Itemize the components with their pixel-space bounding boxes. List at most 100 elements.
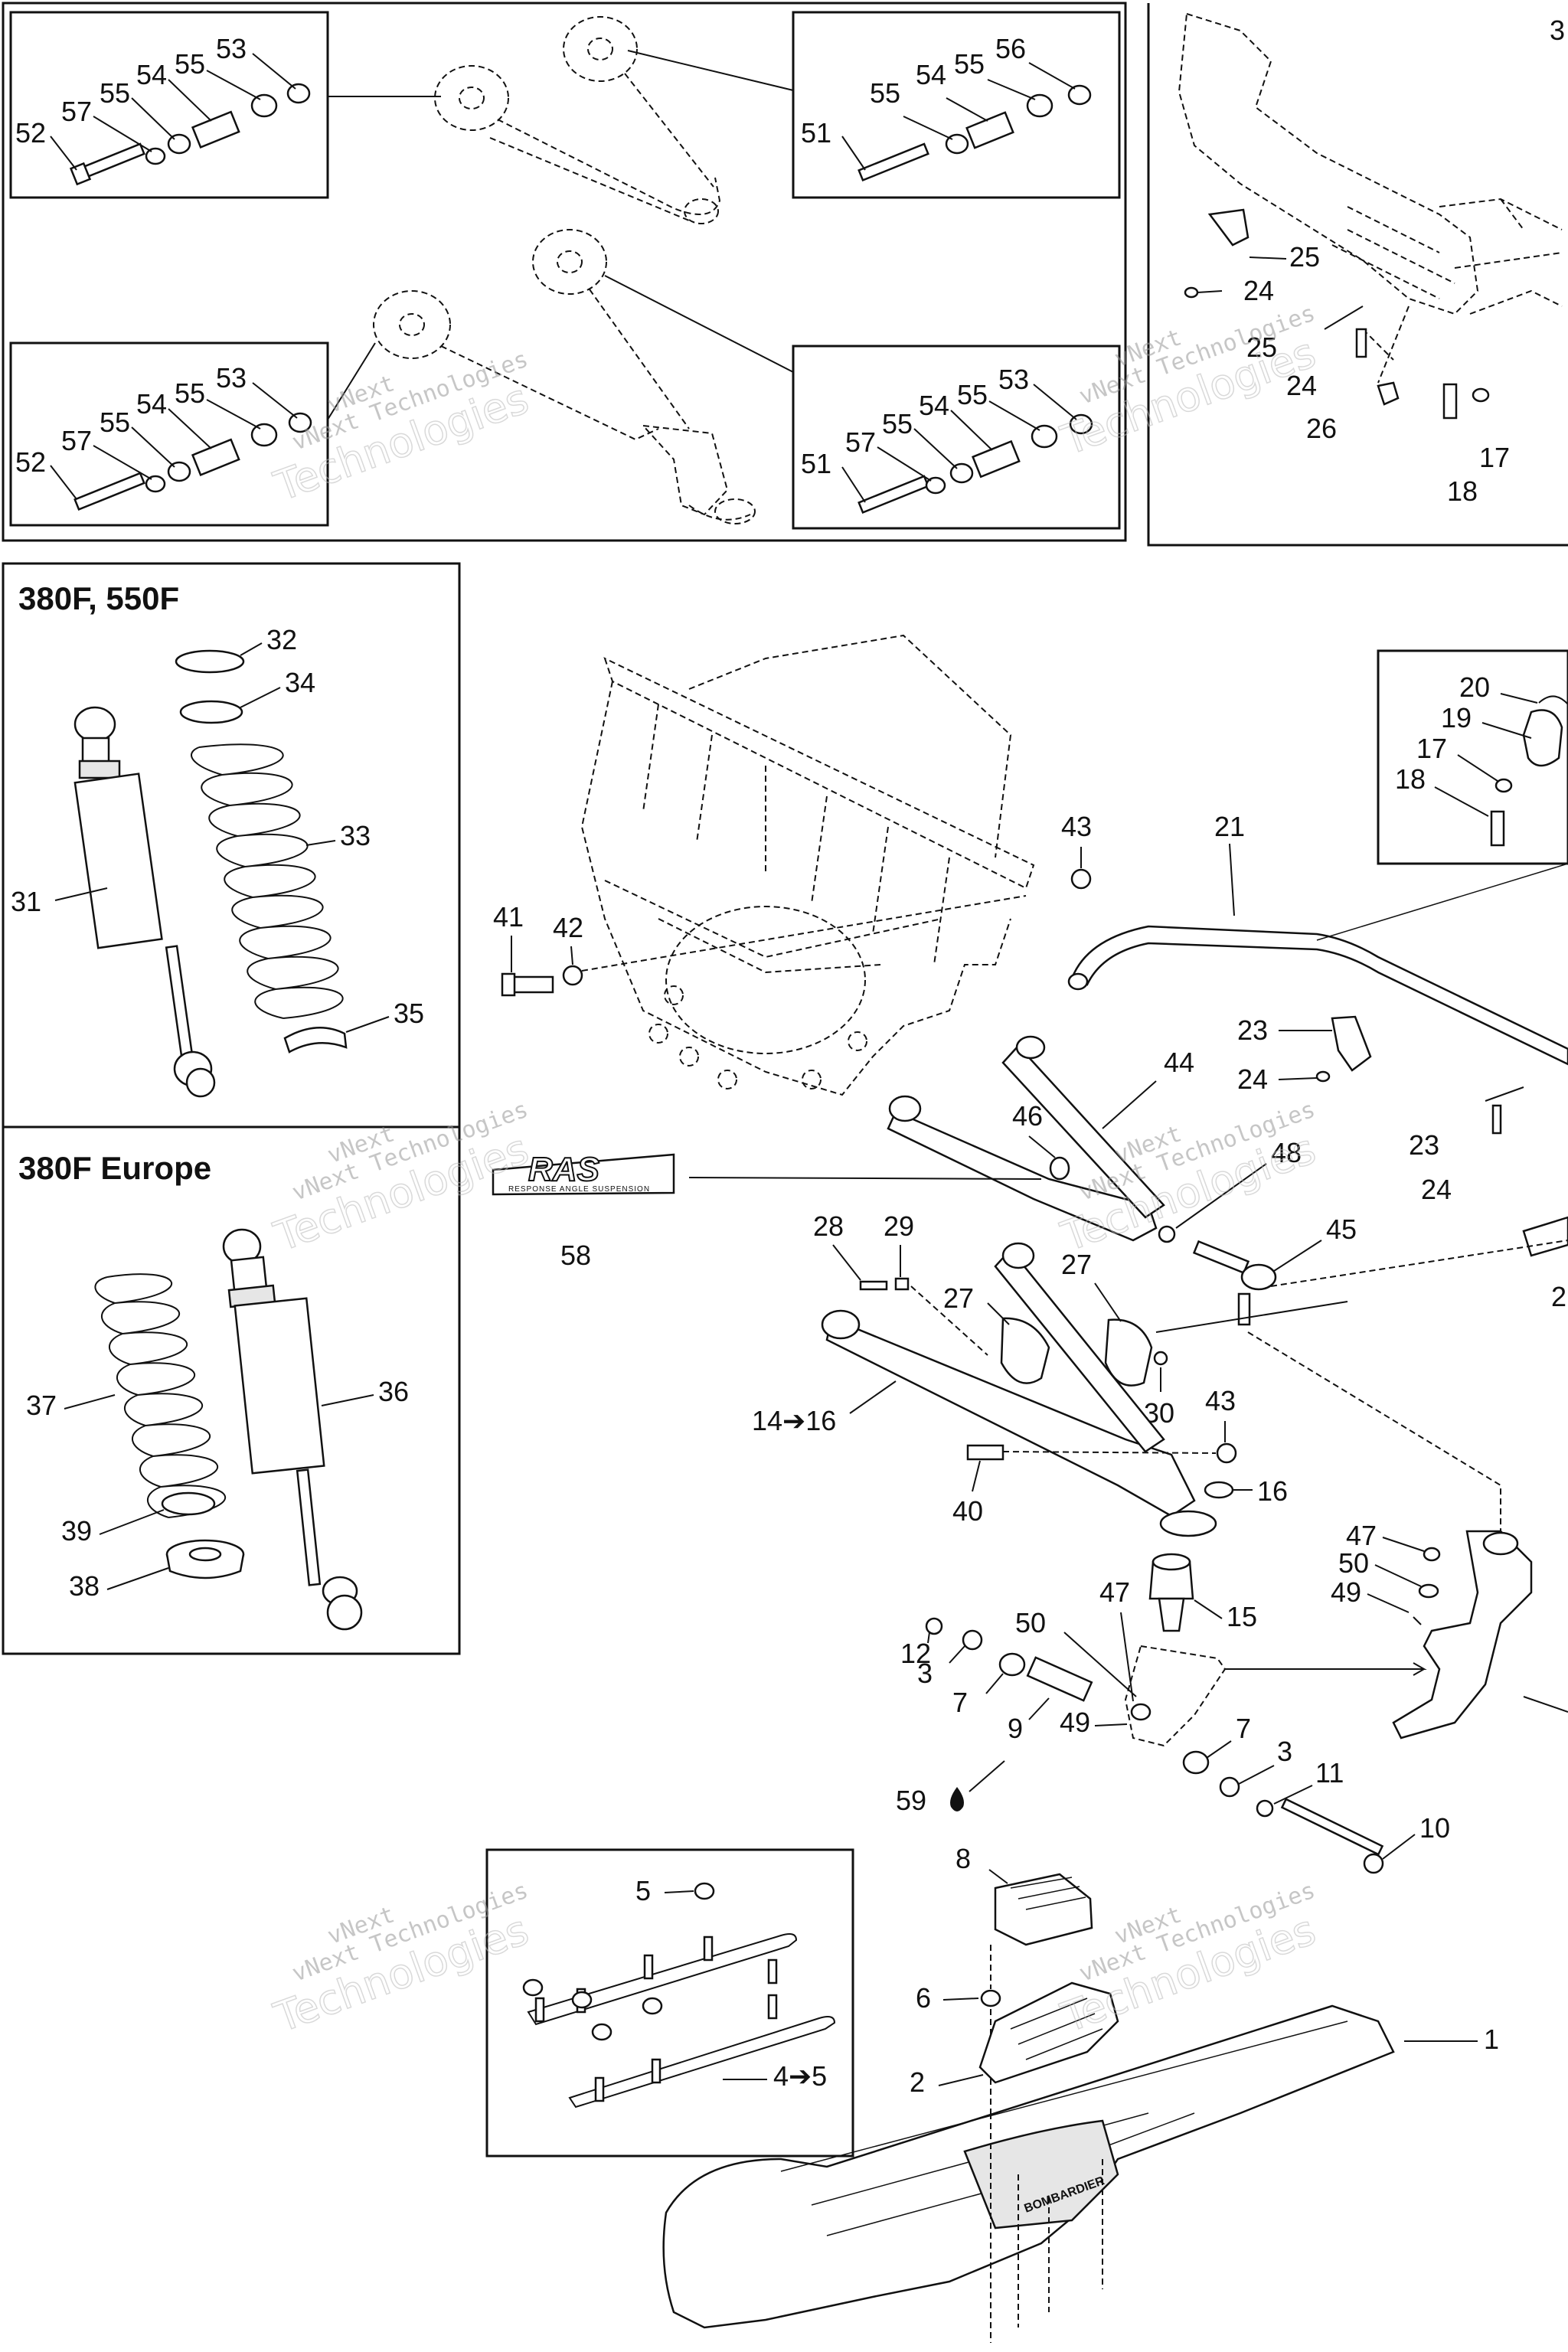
callout-19: 19: [1441, 702, 1472, 733]
callout-55-c: 55: [870, 77, 900, 109]
coil-spring-33: [191, 743, 344, 1019]
callout-53-a: 53: [216, 33, 247, 64]
bolt-18-b: [1490, 810, 1505, 847]
clip-16: [1204, 1481, 1234, 1499]
callout-51-a: 51: [801, 117, 831, 149]
runner-nuts-5: [522, 1882, 715, 2041]
screw-24-d: [1491, 1104, 1502, 1135]
ras-logo: RAS RESPONSE ANGLE SUSPENSION: [492, 1150, 675, 1196]
svg-text:RAS: RAS: [528, 1151, 599, 1188]
callout-47-a: 47: [1346, 1520, 1377, 1551]
bushing-7-b: [1182, 1750, 1210, 1775]
nut-53-a: [286, 83, 311, 104]
callout-14-16: 14➔16: [752, 1405, 836, 1436]
callout-4-5: 4➔5: [773, 2060, 827, 2092]
washer-48: [1158, 1225, 1176, 1243]
callout-29: 29: [884, 1210, 914, 1242]
shock-absorber-36: [222, 1228, 363, 1631]
callout-3-a: 3: [917, 1658, 933, 1689]
nut-53-b: [288, 412, 312, 433]
bolt-41-head: [501, 972, 516, 997]
callout-34: 34: [285, 667, 315, 698]
callout-1: 1: [1484, 2024, 1499, 2055]
spring-seat-34: [179, 700, 243, 724]
callout-49-a: 49: [1331, 1576, 1361, 1608]
callout-24-c: 24: [1237, 1063, 1268, 1095]
lower-a-arm-16: [821, 1242, 1217, 1537]
frame-bracket-group: 3 25 24 25 24 26 17 18: [1147, 3, 1568, 547]
callout-20: 20: [1459, 671, 1490, 703]
callout-44: 44: [1164, 1047, 1194, 1078]
bolt-52-b: [74, 472, 145, 511]
bolt-51-b: [858, 475, 929, 514]
callout-16: 16: [1257, 1475, 1288, 1507]
callout-24-a: 24: [1243, 275, 1274, 306]
callout-24-d: 24: [1421, 1174, 1452, 1205]
callout-54-d: 54: [919, 390, 949, 421]
nut-47-a: [1423, 1547, 1441, 1562]
panel-title-380f-europe: 380F Europe: [18, 1150, 211, 1186]
shock-panel-380f-europe: 380F Europe 37 36 39 38: [2, 1125, 461, 1655]
callout-55-g: 55: [882, 408, 913, 439]
ball-joint-15: [1148, 1553, 1194, 1632]
shock-absorber-31: [74, 706, 216, 1098]
washer-6: [980, 1989, 1001, 2007]
callout-28: 28: [813, 1210, 844, 1242]
callout-21: 21: [1214, 811, 1245, 842]
nut-43-a: [1070, 868, 1092, 890]
bolt-10: [1280, 1798, 1384, 1874]
bushing-kit-box-3: [9, 341, 329, 527]
washer-42: [562, 965, 583, 986]
nut-47-b: [1130, 1703, 1152, 1721]
callout-52-a: 52: [15, 117, 46, 149]
callout-54-c: 54: [136, 388, 167, 420]
sleeve-9: [1026, 1656, 1093, 1702]
callout-17-b: 17: [1416, 733, 1447, 764]
bolt-52-a: [69, 142, 145, 186]
callout-53-b: 53: [216, 362, 247, 394]
callout-35: 35: [394, 998, 424, 1029]
callout-9: 9: [1008, 1713, 1023, 1744]
callout-26: 26: [1306, 413, 1337, 444]
washer-3-a: [962, 1629, 983, 1651]
callout-55-f: 55: [175, 377, 205, 409]
bushing-kit-box-4: [792, 345, 1121, 530]
callout-50-b: 50: [1015, 1607, 1046, 1638]
callout-48: 48: [1271, 1137, 1302, 1168]
callout-42: 42: [553, 912, 583, 943]
callout-58: 58: [560, 1240, 591, 1271]
callout-47-b: 47: [1099, 1576, 1130, 1608]
washer-57-b: [145, 475, 166, 493]
clip-20: [1538, 695, 1568, 705]
callout-52-b: 52: [15, 446, 46, 478]
callout-55-b: 55: [175, 48, 205, 80]
callout-40: 40: [952, 1495, 983, 1527]
callout-7-a: 7: [952, 1687, 968, 1718]
washer-17-b: [1494, 778, 1513, 793]
a-arm-hardware-frame: [2, 2, 1127, 542]
washer-50-a: [1418, 1583, 1439, 1599]
bracket-23-a: [1331, 1015, 1372, 1072]
bushing-7-a: [998, 1652, 1026, 1677]
washer-3-b: [1219, 1776, 1240, 1798]
callout-18-b: 18: [1395, 763, 1426, 795]
callout-45: 45: [1326, 1214, 1357, 1245]
callout-43-a: 43: [1061, 811, 1092, 842]
bushing-46: [1049, 1156, 1070, 1181]
callout-17-a: 17: [1479, 442, 1510, 473]
coil-spring-37: [94, 1273, 226, 1518]
bracket-25-a: [1207, 208, 1250, 247]
lower-a-arm-dashed: [373, 229, 756, 524]
callout-39: 39: [61, 1515, 92, 1547]
callout-11: 11: [1315, 1757, 1344, 1788]
bolt-51-a: [858, 142, 929, 182]
callout-55-e: 55: [100, 407, 130, 438]
callout-46: 46: [1012, 1100, 1043, 1132]
washer-11: [1256, 1799, 1274, 1818]
bushing-55-d: [1026, 93, 1054, 118]
sleeve-54-c: [191, 438, 240, 476]
clip-23-b: [1485, 1086, 1524, 1102]
callout-41: 41: [493, 901, 524, 933]
clip-25-b: [1324, 305, 1364, 330]
chassis-dashed: [580, 634, 1035, 1096]
